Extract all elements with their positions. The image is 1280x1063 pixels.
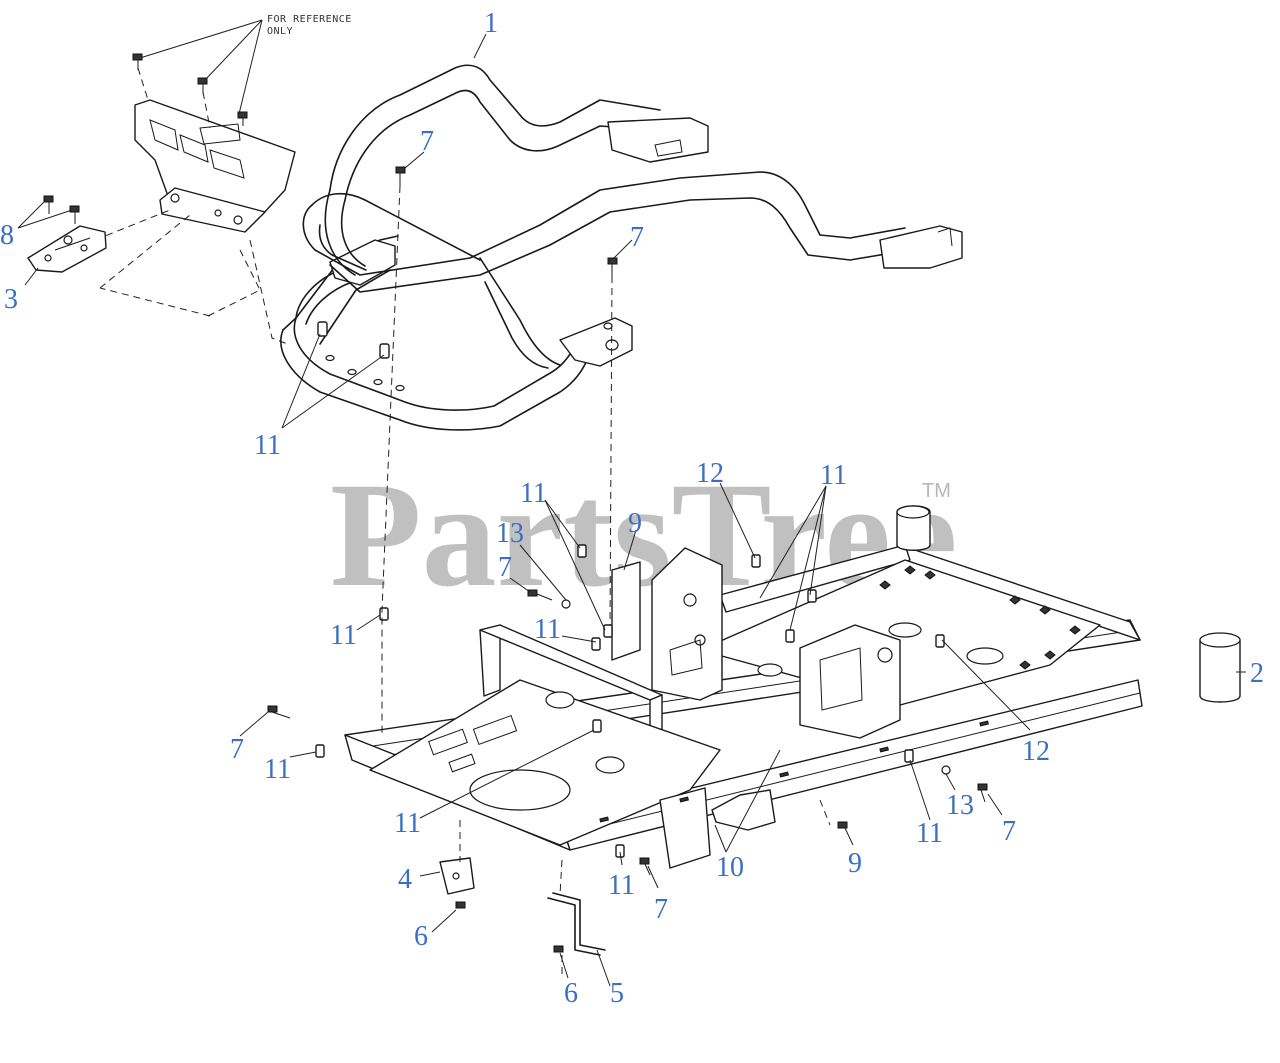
callout-5[interactable]: 5 <box>610 978 624 1009</box>
callout-13-b[interactable]: 13 <box>946 790 974 821</box>
callout-13-a[interactable]: 13 <box>496 518 524 549</box>
callout-11-c[interactable]: 11 <box>534 614 561 645</box>
callout-7-a[interactable]: 7 <box>420 126 434 157</box>
callout-8[interactable]: 8 <box>0 220 14 251</box>
callout-11-d[interactable]: 11 <box>330 620 357 651</box>
callout-3[interactable]: 3 <box>4 284 18 315</box>
part-8-bracket <box>43 53 296 346</box>
callout-10[interactable]: 10 <box>716 852 744 883</box>
callout-12-b[interactable]: 12 <box>1022 736 1050 767</box>
leader-lines <box>17 33 1246 987</box>
callout-7-e[interactable]: 7 <box>1002 816 1016 847</box>
bolt-icon <box>43 53 248 224</box>
callout-2[interactable]: 2 <box>1250 658 1264 689</box>
callout-11-e[interactable]: 11 <box>264 754 291 785</box>
watermark-tm: TM <box>922 480 951 502</box>
reference-note-line2: ONLY <box>267 26 293 37</box>
reference-note-line1: FOR REFERENCE <box>267 14 352 25</box>
part-1-rollbar <box>280 64 963 431</box>
callout-11-b[interactable]: 11 <box>520 478 547 509</box>
fasteners <box>267 166 988 975</box>
callout-4[interactable]: 4 <box>398 864 412 895</box>
callout-11-h[interactable]: 11 <box>916 818 943 849</box>
part-3-plate <box>27 225 107 273</box>
callout-11-f[interactable]: 11 <box>394 808 421 839</box>
callout-7-c[interactable]: 7 <box>230 734 244 765</box>
insert-icon <box>315 544 945 858</box>
callout-7-b[interactable]: 7 <box>630 222 644 253</box>
callout-11-g[interactable]: 11 <box>820 460 847 491</box>
callout-12-a[interactable]: 12 <box>696 458 724 489</box>
callout-6-b[interactable]: 6 <box>564 978 578 1009</box>
callouts: 1 2 3 4 5 6 6 7 7 7 7 7 7 8 9 9 10 11 11… <box>0 8 1264 1009</box>
reference-note: FOR REFERENCE ONLY <box>139 14 352 119</box>
callout-11-a[interactable]: 11 <box>254 430 281 461</box>
callout-7-d[interactable]: 7 <box>498 552 512 583</box>
callout-1[interactable]: 1 <box>484 8 498 39</box>
callout-9-b[interactable]: 9 <box>848 848 862 879</box>
callout-9-a[interactable]: 9 <box>628 508 642 539</box>
callout-11-i[interactable]: 11 <box>608 870 635 901</box>
callout-7-f[interactable]: 7 <box>654 894 668 925</box>
callout-6-a[interactable]: 6 <box>414 921 428 952</box>
bolt-icon <box>267 166 988 953</box>
